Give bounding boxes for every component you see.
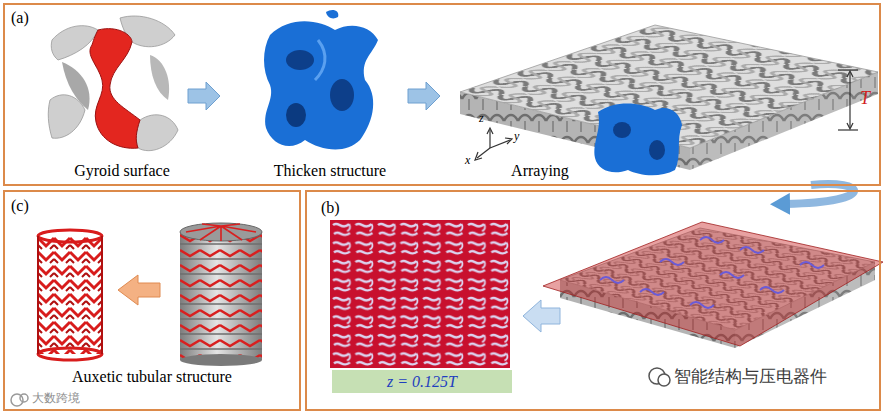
auxetic-tube-part [37,236,39,354]
panel-letter: (b) [321,199,340,217]
slice-height-text: z = 0.125T [387,373,457,391]
auxetic-tube-part [38,236,102,354]
thickened-gyroid-figure-part [286,50,314,70]
gyroid-array-slab-part [594,104,682,176]
axis-triad-part [477,148,490,158]
thickness-dimension-part [838,129,858,130]
axis-triad-part [505,138,512,144]
gyroid-array-slab-part [649,140,665,160]
axis-triad-part [475,152,482,160]
axis-triad-part [489,130,490,148]
gyroid-surface-figure-part [136,115,178,151]
panel-letter: (a) [11,9,29,27]
axis-label: z [479,112,484,126]
gyroid-tube-part [180,232,262,360]
figure-caption: Thicken structure [274,162,386,180]
dimension-label: T [860,88,870,109]
orange-arrow-part [118,275,160,305]
figure-caption: Arraying [511,162,569,180]
axis-triad [475,128,512,160]
gyroid-tube-part [180,223,262,241]
thickened-gyroid-figure-part [330,79,354,111]
sliced-array-figure-part [600,237,824,308]
gyroid-surface-figure [48,16,178,151]
slice-image [330,220,510,368]
axis-label: x [465,154,470,168]
gyroid-array-slab [460,25,878,175]
gyroid-tube-part [180,354,262,366]
thickness-dimension-part [849,72,850,128]
slice-image-part [330,220,510,368]
gyroid-surface-figure-part [90,29,140,149]
gyroid-tube-part [186,224,256,241]
slice-image-part [330,220,510,368]
thickness-dimension-part [847,123,853,129]
step-arrow-part [408,82,440,110]
gyroid-tube [180,223,262,366]
sliced-array-figure-part [543,222,883,346]
thickened-gyroid-figure-part [264,21,378,149]
step-arrow-part [188,82,220,110]
axis-triad-part [487,128,493,134]
panel-box: (a) [3,3,881,186]
auxetic-tube [38,230,102,360]
thickened-gyroid-figure-part [315,40,325,80]
gyroid-surface-figure-part [150,55,169,100]
auxetic-tube-part [38,230,102,242]
panel-letter: (c) [11,197,29,215]
flow-arrow [786,184,854,204]
thickened-gyroid-figure-part [286,103,306,127]
step-arrow-part [523,300,560,332]
watermark-icon-part [20,394,28,402]
axis-label: y [514,130,519,144]
watermark-icon-part [658,374,670,386]
orange-arrow [118,275,160,305]
figure-caption: Auxetic tubular structure [72,368,232,386]
thickness-dimension-part [838,69,858,70]
sliced-array-figure [543,222,883,348]
thickened-gyroid-figure [264,10,378,150]
thickness-dimension-part [847,71,853,77]
step-arrow [523,300,560,332]
watermark: 智能结构与压电器件 [674,367,827,387]
thickened-gyroid-figure-part [326,10,338,18]
watermark: 大数跨境 [32,392,80,406]
auxetic-tube-part [101,236,103,354]
thickness-dimension [838,70,858,130]
gyroid-surface-figure-part [62,62,90,110]
gyroid-tube-part [180,232,262,360]
gyroid-array-slab-part [613,122,631,138]
figure-caption: Gyroid surface [74,162,170,180]
watermark-icon [11,368,670,406]
slice-height-band: z = 0.125T [332,370,512,393]
auxetic-tube-part [38,348,102,360]
